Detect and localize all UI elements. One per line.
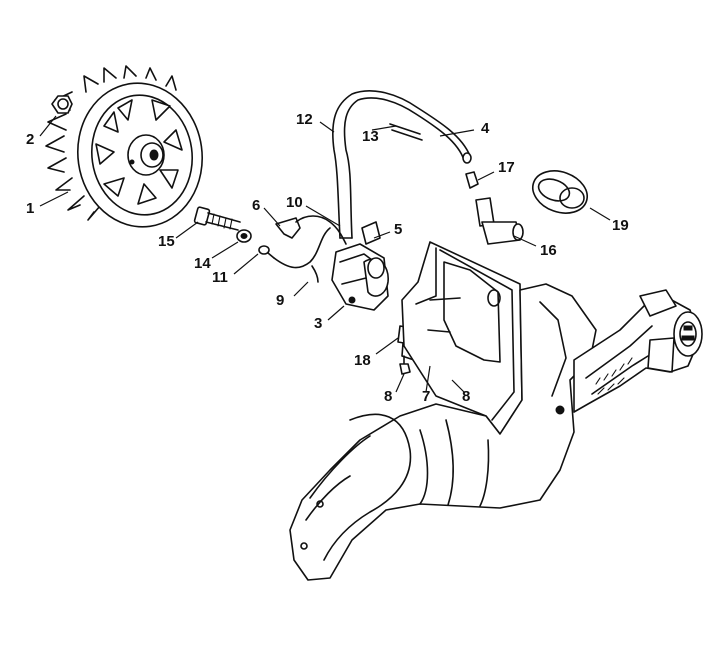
callout-15: 15 (158, 233, 175, 250)
callout-17: 17 (498, 159, 515, 176)
spark-plug-boot (475, 197, 524, 245)
flywheel (45, 65, 204, 228)
grommet (532, 170, 588, 214)
callout-labels: 1 2 3 4 5 6 7 8 8 9 10 11 12 13 14 15 16… (26, 111, 629, 405)
leg-spring (465, 171, 479, 189)
callout-5: 5 (394, 221, 402, 238)
engine-housing (289, 241, 703, 581)
callout-2: 2 (26, 131, 34, 148)
callout-3: 3 (314, 315, 322, 332)
ignition-module (331, 221, 389, 311)
callout-18: 18 (354, 352, 371, 369)
flywheel-nut (51, 95, 73, 114)
ring-terminal (258, 245, 275, 259)
screw (193, 206, 241, 231)
ignition-lead (332, 90, 472, 239)
callout-11: 11 (212, 269, 228, 286)
leader-lines (39, 115, 611, 393)
callout-14: 14 (194, 255, 211, 272)
ground-wire (273, 215, 347, 283)
callout-19: 19 (612, 217, 629, 234)
callout-16: 16 (540, 242, 557, 259)
callout-12: 12 (296, 111, 313, 128)
callout-4: 4 (481, 120, 490, 137)
callout-8-right: 8 (462, 388, 470, 405)
callout-10: 10 (286, 194, 303, 211)
callout-9: 9 (276, 292, 284, 309)
callout-6: 6 (252, 197, 260, 214)
short-circuit-connector (275, 217, 301, 239)
callout-7: 7 (422, 388, 430, 405)
callout-8-left: 8 (384, 388, 392, 405)
callout-13: 13 (362, 128, 379, 145)
callout-1: 1 (26, 200, 34, 217)
washer (236, 229, 252, 243)
